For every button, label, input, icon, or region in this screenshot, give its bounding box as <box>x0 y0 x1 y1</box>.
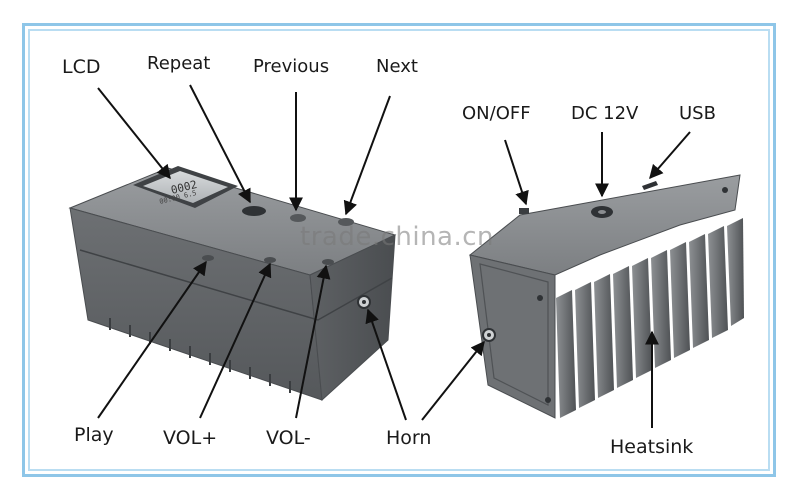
label-usb: USB <box>679 103 716 124</box>
vol-plus-button <box>264 257 276 263</box>
arrow-horn-right <box>421 340 485 421</box>
label-heatsink: Heatsink <box>610 436 694 458</box>
label-vol-minus: VOL- <box>266 427 311 449</box>
label-play: Play <box>74 424 114 446</box>
on-off-switch <box>519 208 529 214</box>
arrow-horn-left <box>365 308 407 421</box>
arrow-usb <box>649 131 691 180</box>
label-horn: Horn <box>386 427 432 449</box>
right-device <box>468 174 744 419</box>
previous-button <box>290 214 306 222</box>
arrow-lcd <box>97 87 171 180</box>
callout-arrows <box>97 84 691 428</box>
label-vol-plus: VOL+ <box>163 427 218 449</box>
vol-minus-button <box>322 259 334 265</box>
label-dc-12v: DC 12V <box>571 103 639 124</box>
arrow-next <box>343 95 391 216</box>
arrow-repeat <box>189 84 251 204</box>
label-lcd: LCD <box>62 56 101 78</box>
left-device: 0002 00:00 6.5 <box>68 166 397 402</box>
heatsink-fins <box>556 218 744 418</box>
lcd-line-1: 0002 <box>170 178 199 197</box>
outer-frame <box>22 23 776 477</box>
arrow-vol-minus <box>295 264 331 419</box>
arrow-on-off <box>504 139 529 206</box>
inner-frame <box>28 29 770 471</box>
arrow-vol-plus <box>199 262 272 419</box>
right-device-top <box>468 174 741 276</box>
play-button <box>202 255 214 261</box>
left-device-side <box>309 234 396 402</box>
left-device-seam <box>79 249 393 321</box>
label-next: Next <box>376 56 418 77</box>
label-repeat: Repeat <box>147 53 211 74</box>
next-button <box>338 218 354 226</box>
watermark: trade.china.cn <box>300 222 495 252</box>
arrow-play <box>97 260 207 419</box>
usb-port <box>642 181 658 190</box>
label-on-off: ON/OFF <box>462 103 531 124</box>
repeat-button <box>242 206 266 216</box>
label-previous: Previous <box>253 56 330 77</box>
